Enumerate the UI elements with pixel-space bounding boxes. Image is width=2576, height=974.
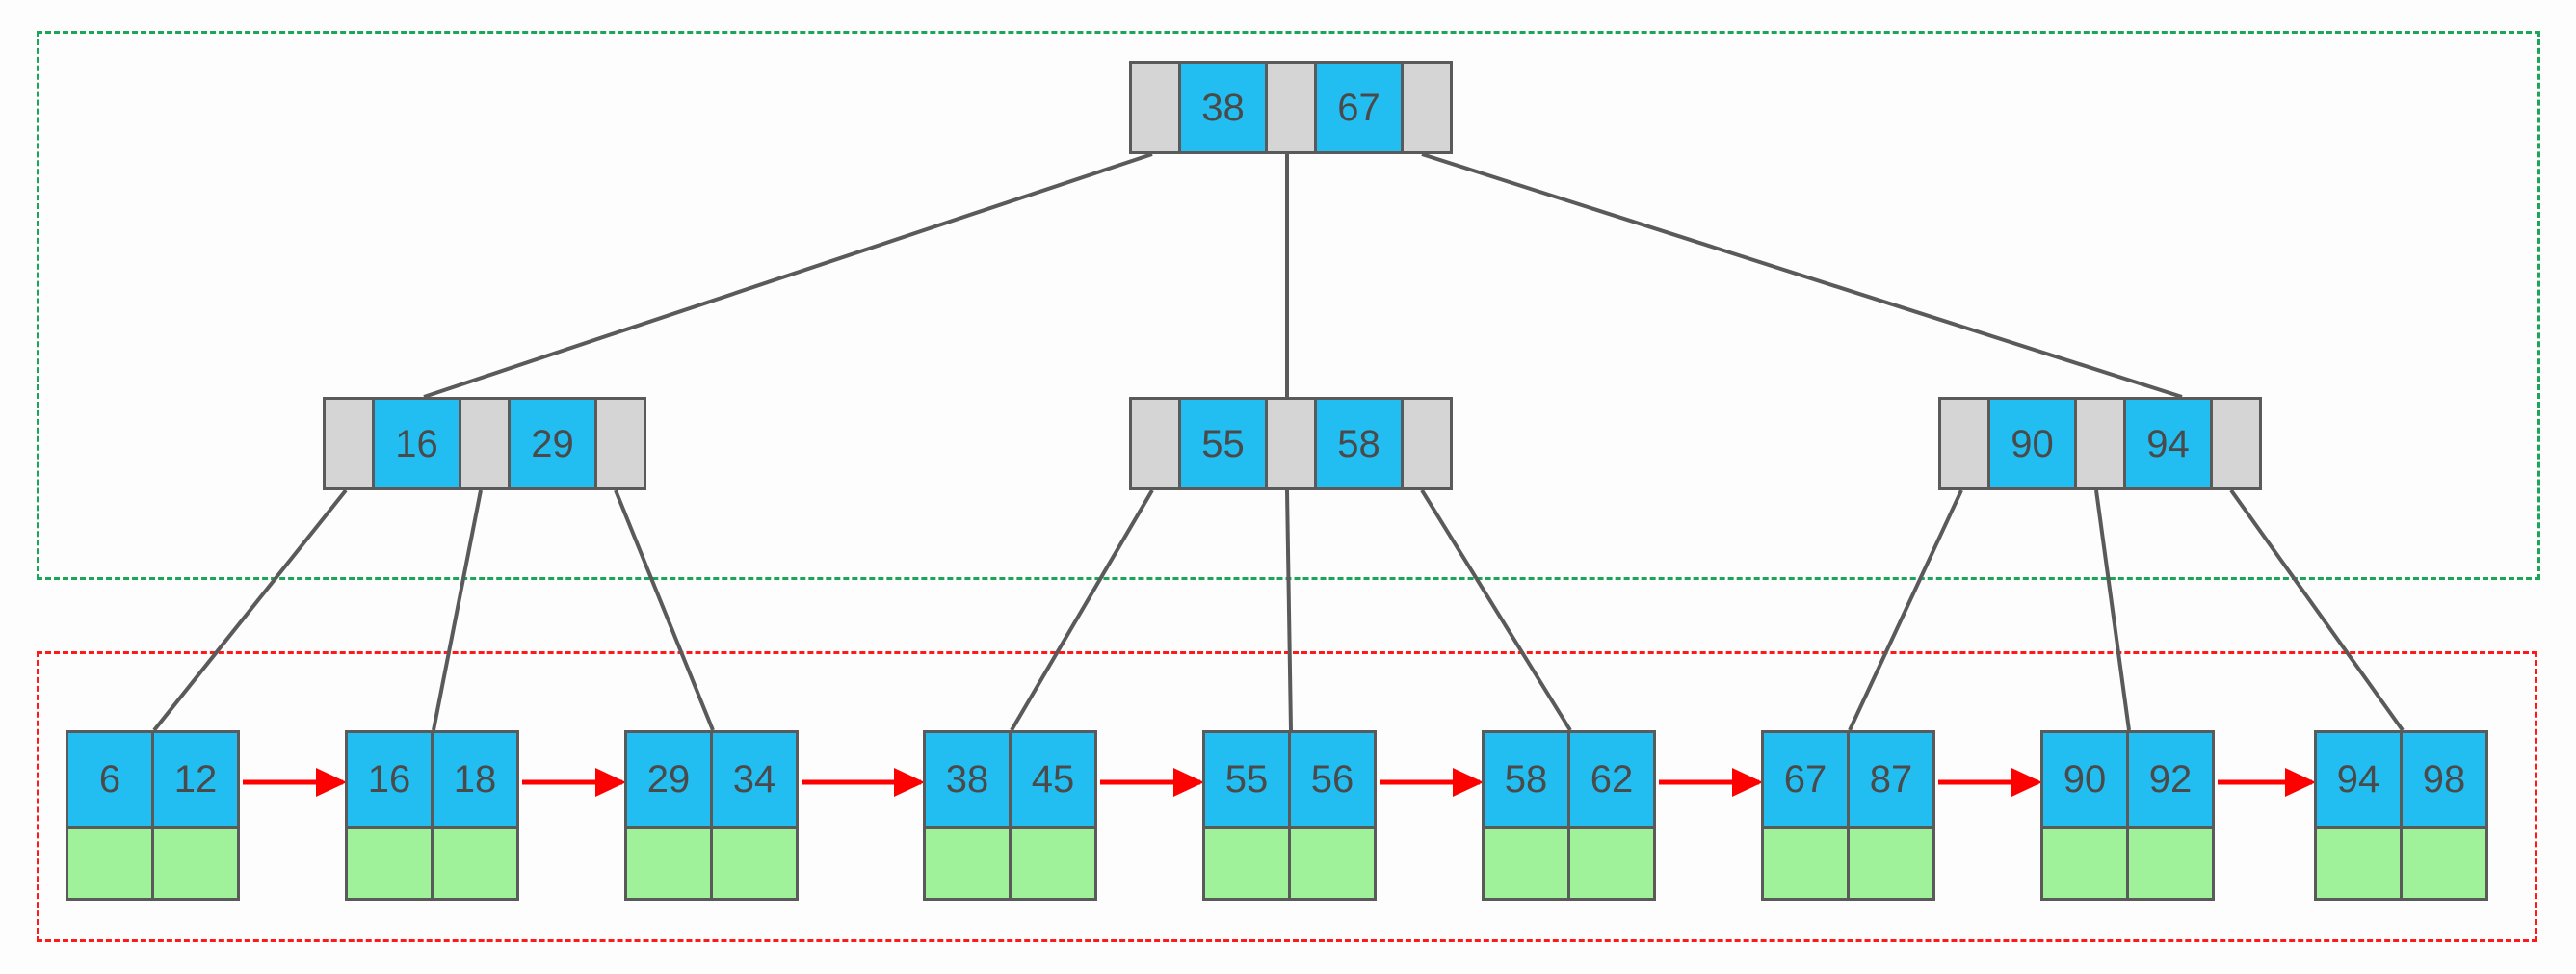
leaf-value-row	[66, 826, 243, 901]
leaf-value-row	[923, 826, 1100, 901]
leaf-value-cell	[1009, 826, 1097, 901]
leaf-key-cell: 12	[151, 730, 240, 829]
key-cell: 29	[508, 400, 597, 487]
pointer-cell	[1132, 64, 1178, 151]
leaf-value-row	[1761, 826, 1938, 901]
leaf-value-cell	[345, 826, 434, 901]
leaf-value-cell	[710, 826, 799, 901]
leaf-value-row	[624, 826, 802, 901]
leaf-value-cell	[923, 826, 1012, 901]
leaf-value-cell	[2400, 826, 2488, 901]
leaf-value-row	[345, 826, 522, 901]
leaf-key-cell: 16	[345, 730, 434, 829]
leaf-value-cell	[1288, 826, 1377, 901]
leaf-value-cell	[2040, 826, 2129, 901]
leaf-value-row	[2314, 826, 2491, 901]
pointer-cell	[2077, 400, 2123, 487]
leaf-value-row	[1202, 826, 1380, 901]
leaf-key-cell: 34	[710, 730, 799, 829]
pointer-cell	[597, 400, 644, 487]
pointer-cell	[326, 400, 372, 487]
pointer-cell	[1132, 400, 1178, 487]
leaf-key-cell: 92	[2126, 730, 2215, 829]
leaf-value-cell	[2314, 826, 2403, 901]
leaf-value-cell	[151, 826, 240, 901]
leaf-value-cell	[1567, 826, 1656, 901]
key-cell: 94	[2123, 400, 2213, 487]
pointer-cell	[1404, 64, 1450, 151]
pointer-cell	[2213, 400, 2259, 487]
internal-node-internal-middle[interactable]: 55 58	[1129, 397, 1453, 490]
leaf-key-cell: 45	[1009, 730, 1097, 829]
root-node-root[interactable]: 38 67	[1129, 61, 1453, 154]
leaf-key-cell: 98	[2400, 730, 2488, 829]
leaf-key-cell: 94	[2314, 730, 2403, 829]
leaf-key-cell: 38	[923, 730, 1012, 829]
pointer-cell	[1404, 400, 1450, 487]
key-cell: 90	[1987, 400, 2077, 487]
key-cell: 55	[1178, 400, 1268, 487]
pointer-cell	[461, 400, 508, 487]
leaf-value-cell	[431, 826, 519, 901]
leaf-value-cell	[2126, 826, 2215, 901]
pointer-cell	[1941, 400, 1987, 487]
leaf-key-cell: 55	[1202, 730, 1291, 829]
leaf-key-cell: 58	[1482, 730, 1570, 829]
leaf-key-cell: 90	[2040, 730, 2129, 829]
key-cell: 67	[1314, 64, 1404, 151]
leaf-key-cell: 62	[1567, 730, 1656, 829]
pointer-cell	[1268, 64, 1314, 151]
pointer-cell	[1268, 400, 1314, 487]
leaf-value-cell	[1847, 826, 1935, 901]
leaf-value-row	[2040, 826, 2218, 901]
leaf-key-cell: 6	[66, 730, 154, 829]
leaf-value-cell	[1482, 826, 1570, 901]
leaf-key-cell: 67	[1761, 730, 1850, 829]
leaf-value-cell	[1202, 826, 1291, 901]
key-cell: 58	[1314, 400, 1404, 487]
leaf-value-cell	[624, 826, 713, 901]
leaf-value-cell	[1761, 826, 1850, 901]
leaf-value-row	[1482, 826, 1659, 901]
leaf-value-cell	[66, 826, 154, 901]
internal-node-internal-right[interactable]: 90 94	[1938, 397, 2262, 490]
leaf-key-cell: 87	[1847, 730, 1935, 829]
leaf-key-cell: 18	[431, 730, 519, 829]
leaf-key-cell: 56	[1288, 730, 1377, 829]
key-cell: 16	[372, 400, 461, 487]
leaf-key-cell: 29	[624, 730, 713, 829]
key-cell: 38	[1178, 64, 1268, 151]
